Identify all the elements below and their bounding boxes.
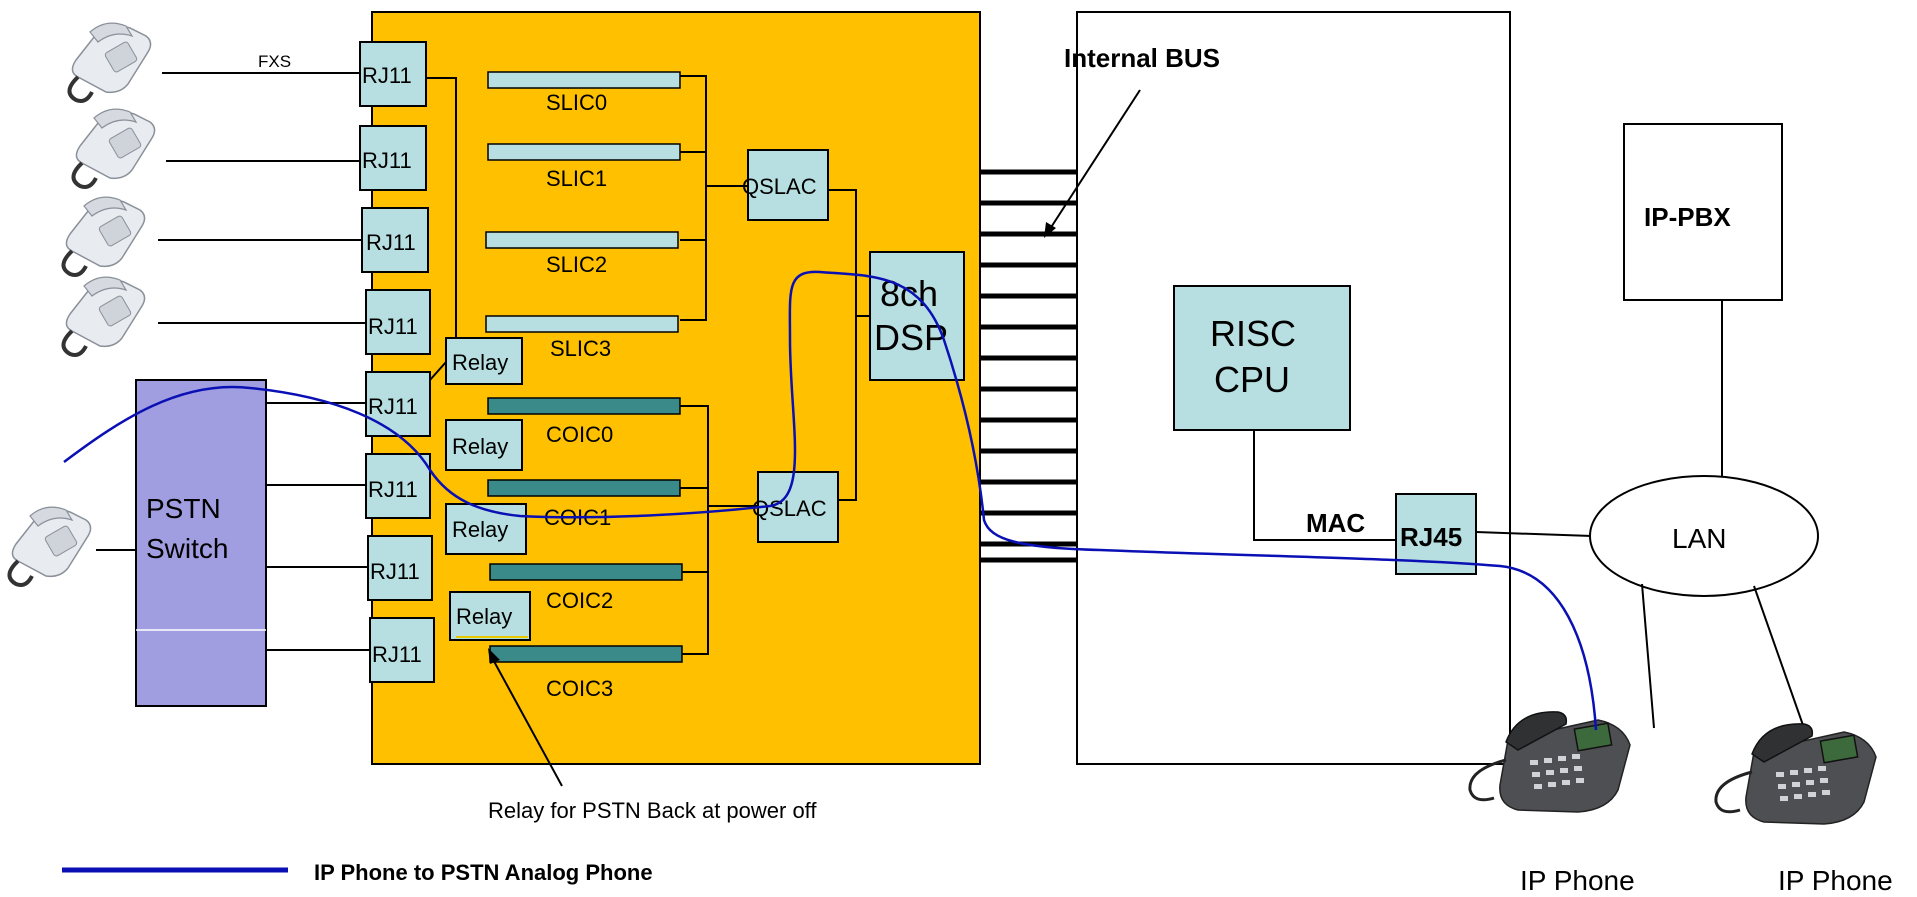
ip-phone-label: IP Phone <box>1778 865 1893 896</box>
qslac-label: QSLAC <box>752 496 827 521</box>
rj11-label: RJ11 <box>368 477 418 502</box>
dsp-label-1: 8ch <box>880 273 938 314</box>
rj45-label: RJ45 <box>1400 522 1462 552</box>
pstn-switch-label-2: Switch <box>146 533 228 564</box>
legend-label: IP Phone to PSTN Analog Phone <box>314 860 653 885</box>
relay-label: Relay <box>452 517 508 542</box>
relays: Relay Relay Relay Relay <box>445 337 531 641</box>
dsp-label-2: DSP <box>874 317 948 358</box>
internal-bus-label: Internal BUS <box>1064 43 1220 73</box>
ip-phone-icon <box>1714 722 1878 826</box>
coic-label: COIC3 <box>546 676 613 701</box>
relay-note: Relay for PSTN Back at power off <box>488 798 817 823</box>
dsp-chip <box>869 251 965 381</box>
rj11-jacks: RJ11 RJ11 RJ11 RJ11 RJ11 RJ11 RJ11 RJ11 <box>359 41 435 683</box>
cpu-label-2: CPU <box>1214 359 1290 400</box>
pstn-switch-label-1: PSTN <box>146 493 221 524</box>
analog-phone-icon <box>7 505 93 587</box>
ip-pbx <box>1623 123 1783 301</box>
risc-cpu <box>1173 285 1351 431</box>
internal-bus <box>980 169 1077 563</box>
coic-chips: COIC0 COIC1 COIC2 COIC3 <box>487 397 683 701</box>
slic-label: SLIC1 <box>546 166 607 191</box>
slic-label: SLIC2 <box>546 252 607 277</box>
lan-label: LAN <box>1672 523 1726 554</box>
slic-chips: SLIC0 SLIC1 SLIC2 SLIC3 <box>485 71 681 361</box>
ip-phone-label: IP Phone <box>1520 865 1635 896</box>
qslac-top <box>747 149 829 221</box>
relay-label: Relay <box>452 350 508 375</box>
mac-label: MAC <box>1306 508 1365 538</box>
rj11-label: RJ11 <box>362 148 412 173</box>
relay-label: Relay <box>452 434 508 459</box>
pstn-switch <box>135 379 267 707</box>
qslac-label: QSLAC <box>742 174 817 199</box>
fxs-label: FXS <box>258 52 291 71</box>
lan-cloud <box>1589 475 1819 597</box>
rj11-label: RJ11 <box>368 394 418 419</box>
ip-pbx-label: IP-PBX <box>1644 202 1731 232</box>
analog-phone-icon <box>71 107 157 189</box>
analog-phone-icon <box>61 195 147 277</box>
rj11-label: RJ11 <box>368 314 418 339</box>
coic-label: COIC0 <box>546 422 613 447</box>
analog-phone-icon <box>67 21 153 103</box>
relay-label: Relay <box>456 604 512 629</box>
rj11-label: RJ11 <box>362 63 412 88</box>
slic-label: SLIC0 <box>546 90 607 115</box>
rj11-label: RJ11 <box>372 642 422 667</box>
rj11-label: RJ11 <box>370 559 420 584</box>
slic-label: SLIC3 <box>550 336 611 361</box>
ip-to-pstn-path <box>63 270 1598 731</box>
cpu-label-1: RISC <box>1210 313 1296 354</box>
analog-phone-icon <box>61 275 147 357</box>
coic-label: COIC2 <box>546 588 613 613</box>
rj11-label: RJ11 <box>366 230 416 255</box>
